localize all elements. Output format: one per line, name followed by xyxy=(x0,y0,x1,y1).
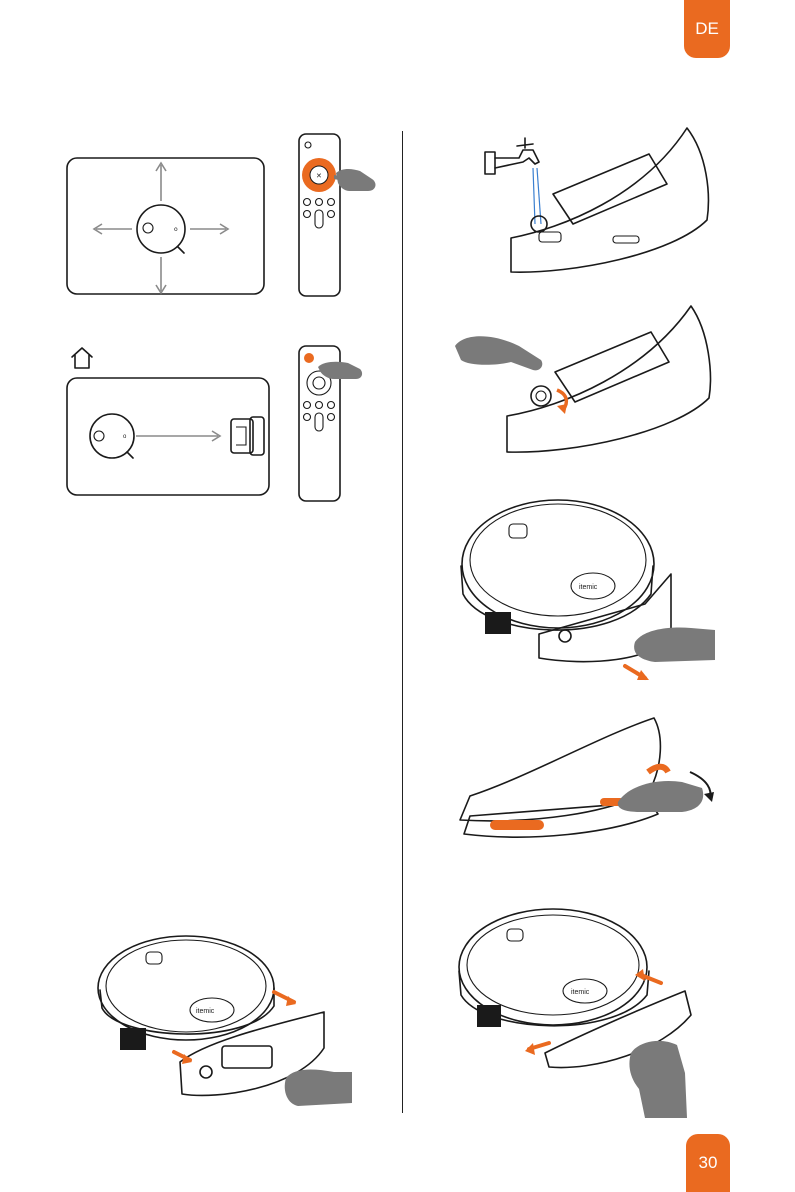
svg-text:o: o xyxy=(174,226,178,233)
page-number-tab: 30 xyxy=(686,1134,730,1192)
figure-fill-water-tank xyxy=(473,124,718,276)
robot-logo: itemic xyxy=(579,584,598,591)
page-number: 30 xyxy=(699,1153,718,1173)
svg-text:o: o xyxy=(123,434,127,440)
home-icon xyxy=(70,346,94,370)
figure-remote-dpad: ✕ xyxy=(298,133,388,298)
svg-text:✕: ✕ xyxy=(316,173,322,180)
figure-attach-mop-cloth xyxy=(450,716,725,866)
figure-close-tank-lid xyxy=(455,302,717,457)
figure-remove-mop-module: itemic xyxy=(455,903,715,1118)
column-divider xyxy=(402,131,403,1113)
figure-attach-mop-module: itemic xyxy=(98,928,358,1113)
figure-direction-control: o xyxy=(66,157,266,297)
figure-insert-tank: itemic xyxy=(455,494,717,679)
robot-logo: itemic xyxy=(571,989,590,996)
figure-return-to-dock: o xyxy=(66,377,271,497)
language-label: DE xyxy=(695,19,719,39)
language-tab: DE xyxy=(684,0,730,58)
figure-remote-home xyxy=(298,345,388,505)
robot-logo: itemic xyxy=(196,1008,215,1015)
